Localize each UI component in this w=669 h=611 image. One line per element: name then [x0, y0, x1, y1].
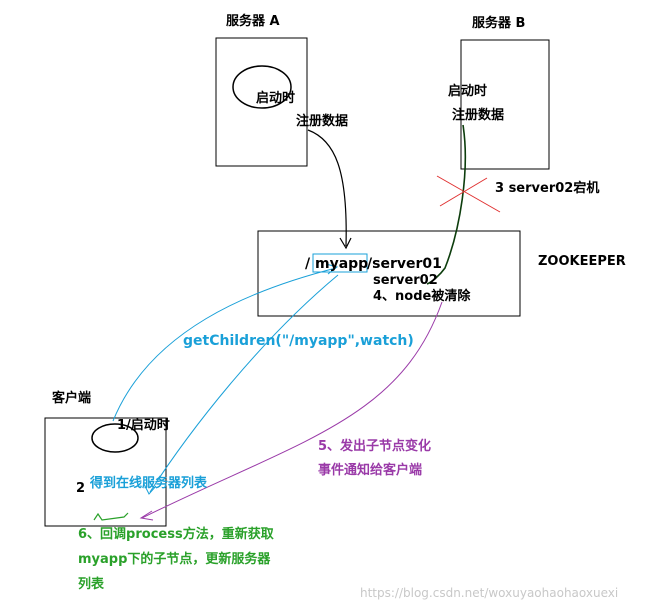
step2-number: 2	[76, 481, 86, 496]
getchildren-arrow	[112, 267, 337, 422]
step6-line3: 列表	[78, 577, 105, 592]
server-b-box	[460, 39, 550, 170]
server02-crash-label: 3 server02宕机	[495, 181, 600, 196]
step6-line1: 6、回调process方法，重新获取	[78, 527, 274, 542]
crash-x-line2	[439, 177, 488, 207]
server-b-startup-label: 启动时	[448, 84, 488, 99]
server-b-title: 服务器 B	[472, 16, 526, 31]
myapp-highlight-box	[312, 253, 368, 273]
zk-root-slash: /	[305, 256, 311, 272]
client-startup-label: 1/启动时	[117, 418, 170, 433]
server-a-register-label: 注册数据	[296, 114, 349, 129]
zk-server01-node: /server01	[367, 256, 442, 272]
watermark-url: https://blog.csdn.net/woxuyaohaohaoxuexi	[360, 586, 619, 600]
getchildren-label: getChildren("/myapp",watch)	[183, 333, 414, 349]
step5-line1: 5、发出子节点变化	[318, 439, 432, 454]
client-title: 客户端	[52, 391, 92, 406]
zookeeper-box	[257, 230, 521, 317]
server-list-arrowhead	[143, 483, 157, 495]
step6-line2: myapp下的子节点，更新服务器	[78, 552, 271, 567]
client-ellipse	[91, 423, 139, 453]
crash-x-line1	[436, 175, 501, 213]
server-a-startup-label: 启动时	[256, 91, 296, 106]
notify-arrowhead	[139, 510, 154, 521]
step2-server-list-label: 得到在线服务器列表	[90, 476, 208, 491]
register-line-b	[426, 124, 467, 285]
notify-arrow	[141, 301, 443, 519]
server-a-ellipse	[232, 65, 292, 109]
server-a-box	[215, 37, 308, 167]
zk-server02-node: server02	[373, 273, 438, 288]
server-b-register-label: 注册数据	[452, 108, 505, 123]
step5-line2: 事件通知给客户端	[318, 463, 423, 478]
zk-node-cleared-label: 4、node被清除	[373, 289, 471, 304]
register-arrow-a	[307, 129, 347, 247]
callback-squiggle	[93, 512, 129, 521]
getchildren-arrowhead	[325, 263, 339, 275]
zookeeper-title: ZOOKEEPER	[538, 254, 626, 269]
server-list-arrow	[149, 274, 339, 493]
zk-myapp-node: myapp	[315, 256, 369, 272]
server-a-title: 服务器 A	[226, 14, 280, 29]
client-box	[44, 417, 167, 527]
register-arrowhead-a	[339, 237, 352, 250]
